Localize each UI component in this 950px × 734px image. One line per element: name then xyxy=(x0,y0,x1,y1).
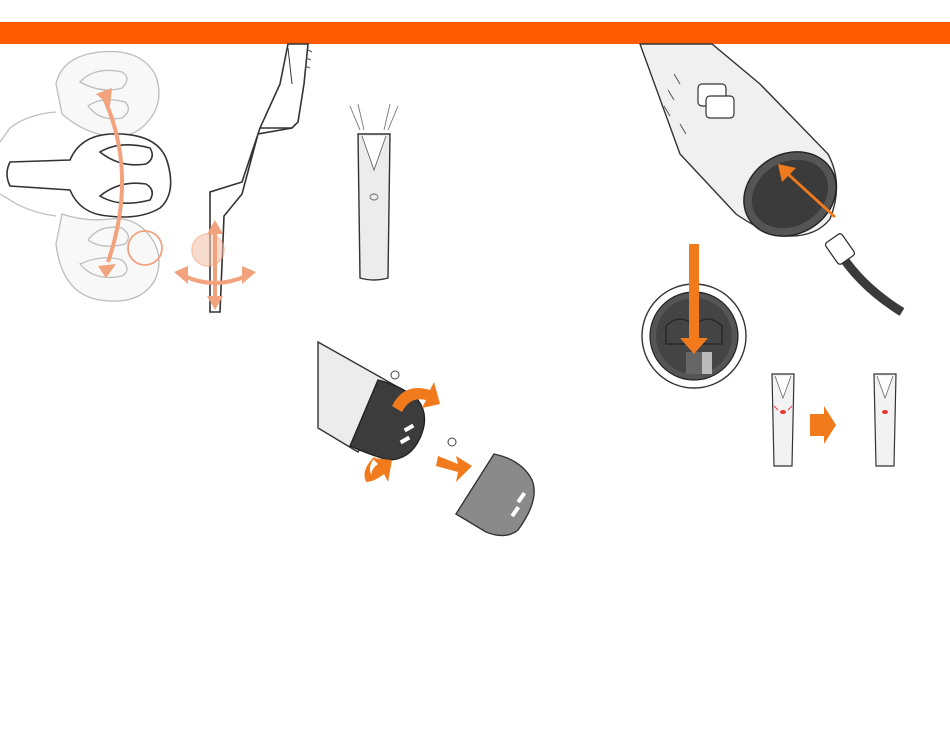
head-rotation-illustration xyxy=(0,44,180,314)
header-bar xyxy=(0,22,950,44)
device-light-rays xyxy=(350,104,398,130)
indicator-transition-arrow xyxy=(810,406,836,444)
device-light-illustration xyxy=(338,100,408,290)
indicator-transition-illustration xyxy=(760,370,910,474)
arm-adjust-arrows xyxy=(174,220,256,310)
step-marker-2 xyxy=(448,438,456,446)
arm-adjust-illustration xyxy=(170,44,320,319)
step-marker-1 xyxy=(391,371,399,379)
battery-compartment-illustration xyxy=(640,240,750,400)
cap-remove-arrow xyxy=(436,456,472,482)
cap-removal-illustration xyxy=(318,342,543,542)
